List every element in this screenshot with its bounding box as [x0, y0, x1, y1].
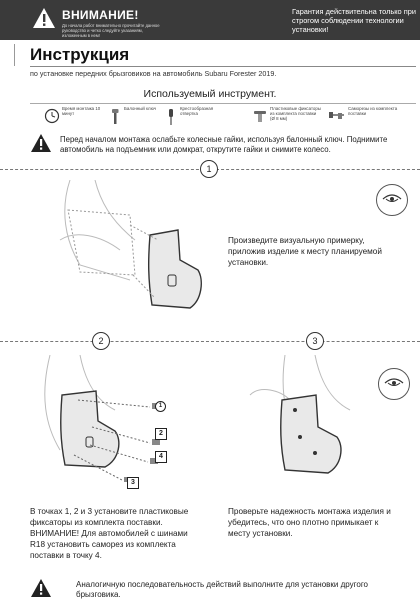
step-text: В точках 1, 2 и 3 установите пластиковые… — [30, 507, 189, 560]
marker-2: 2 — [155, 428, 167, 440]
eye-icon — [384, 378, 404, 386]
step-number: 2 — [92, 332, 110, 350]
warning-triangle-icon — [33, 8, 55, 28]
eye-icon — [382, 194, 402, 202]
page-title: Инструкция — [30, 45, 130, 64]
step-text: Произведите визуальную примерку, приложи… — [228, 236, 382, 267]
warning-header — [0, 0, 420, 40]
wheel-wrench-icon — [112, 109, 119, 124]
divider — [30, 66, 416, 67]
warning-triangle-icon — [31, 134, 51, 152]
tools-heading: Используемый инструмент. — [143, 88, 277, 100]
tool-label: Пластиковые фиксаторы из комплекта поста… — [270, 106, 321, 121]
tool-label: Крестообразная отвертка — [180, 106, 214, 116]
divider — [0, 341, 420, 342]
tool-label: Балонный ключ — [124, 106, 157, 111]
header-subtitle: До начала работ внимательно прочитайте д… — [62, 23, 160, 38]
step3-illustration — [249, 355, 351, 474]
screwdriver-icon — [169, 109, 173, 125]
self-tapping-screw-icon — [329, 112, 344, 119]
clock-icon — [44, 108, 60, 124]
warning-triangle-icon — [31, 579, 51, 597]
divider — [14, 44, 15, 66]
footnote: Аналогичную последовательность действий … — [76, 580, 369, 599]
marker-1: 1 — [155, 401, 166, 412]
header-title: ВНИМАНИЕ! — [62, 8, 139, 22]
marker-3: 3 — [127, 477, 139, 489]
divider — [30, 103, 416, 104]
tool-label: Время монтажа 10 минут — [62, 106, 101, 116]
step-number: 1 — [200, 160, 218, 178]
plastic-fastener-icon — [254, 111, 266, 122]
page-subtitle: по установке передних брызговиков на авт… — [30, 69, 277, 78]
preface-note: Перед началом монтажа ослабьте колесные … — [60, 135, 388, 154]
step2-illustration — [44, 355, 160, 482]
warranty-note: Гарантия действительна только при строго… — [292, 7, 416, 34]
marker-4: 4 — [155, 451, 167, 463]
step-text: Проверьте надежность монтажа изделия и у… — [228, 507, 391, 538]
step1-illustration — [59, 180, 202, 309]
tool-label: Саморезы из комплекта поставки — [348, 106, 398, 116]
step-number: 3 — [306, 332, 324, 350]
